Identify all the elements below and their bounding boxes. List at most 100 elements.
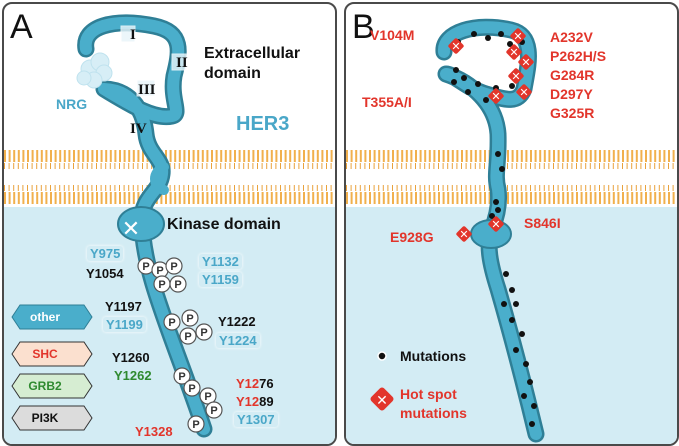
svg-text:P: P bbox=[142, 261, 149, 273]
mutation-dot bbox=[503, 271, 509, 277]
legend-shc-label: SHC bbox=[12, 342, 78, 366]
legend-hotspot-line1: Hot spot bbox=[400, 386, 457, 402]
hotspot-mark: ✕ bbox=[506, 44, 522, 60]
panel-b: ✕✕✕✕✕✕✕✕✕ ✕ B V104M T355A/I A232V P262H/… bbox=[344, 2, 679, 446]
cell-membrane-b bbox=[346, 147, 677, 207]
mutation-dot bbox=[475, 81, 481, 87]
legend-other-label: other bbox=[30, 310, 60, 324]
domain-numeral-ii: II bbox=[176, 55, 188, 71]
mutation-dot bbox=[509, 317, 515, 323]
hotspot-mark: ✕ bbox=[508, 68, 524, 84]
site-y1289-suffix: 89 bbox=[259, 394, 274, 409]
hotspot-marks: ✕✕✕✕✕✕✕✕✕ bbox=[448, 28, 534, 242]
phospho-p-mark: P bbox=[183, 379, 201, 397]
site-y1276-prefix: Y12 bbox=[236, 376, 260, 391]
mutation-dot bbox=[499, 166, 505, 172]
svg-text:✕: ✕ bbox=[511, 70, 520, 83]
mutation-v104m: V104M bbox=[370, 27, 415, 43]
svg-text:P: P bbox=[200, 327, 207, 339]
svg-text:P: P bbox=[192, 419, 199, 431]
svg-text:✕: ✕ bbox=[451, 40, 460, 53]
legend-mutation-dot bbox=[377, 351, 387, 361]
panel-a-letter: A bbox=[10, 8, 33, 46]
mutation-a232v: A232V bbox=[550, 29, 593, 45]
svg-text:P: P bbox=[186, 313, 193, 325]
legend-grb2-shape bbox=[11, 373, 93, 399]
svg-text:P: P bbox=[158, 279, 165, 291]
domain-numeral-i: I bbox=[130, 27, 136, 43]
extracellular-label-line2: domain bbox=[204, 65, 261, 82]
panel-b-letter: B bbox=[352, 8, 375, 46]
site-y1199: Y1199 bbox=[103, 317, 146, 332]
domain-boxes bbox=[120, 25, 187, 97]
mutation-g325r: G325R bbox=[550, 105, 595, 121]
site-y1159: Y1159 bbox=[199, 272, 242, 287]
svg-text:P: P bbox=[170, 261, 177, 273]
hotspot-mark: ✕ bbox=[456, 226, 472, 242]
hotspot-mark: ✕ bbox=[488, 216, 504, 232]
mutation-dot bbox=[465, 89, 471, 95]
mutation-dot bbox=[521, 393, 527, 399]
svg-text:P: P bbox=[174, 279, 181, 291]
site-y1262: Y1262 bbox=[114, 368, 152, 383]
site-y1307: Y1307 bbox=[234, 412, 278, 427]
legend-hotspot-line2: mutations bbox=[400, 405, 467, 421]
svg-text:P: P bbox=[156, 265, 163, 277]
svg-text:P: P bbox=[168, 317, 175, 329]
kinase-domain-label: Kinase domain bbox=[167, 216, 281, 233]
site-y1197: Y1197 bbox=[105, 299, 142, 314]
svg-text:✕: ✕ bbox=[459, 228, 468, 241]
site-y1289: Y1289 bbox=[236, 395, 274, 408]
site-y1276: Y1276 bbox=[236, 377, 274, 390]
hotspot-mark: ✕ bbox=[448, 38, 464, 54]
site-y1328: Y1328 bbox=[135, 424, 173, 439]
legend-other-shape bbox=[11, 304, 93, 330]
phospho-p-mark: P bbox=[179, 327, 197, 345]
phospho-p-mark: P bbox=[169, 275, 187, 293]
mutation-dot bbox=[501, 301, 507, 307]
svg-text:✕: ✕ bbox=[509, 46, 518, 59]
panel-b-figure: ✕✕✕✕✕✕✕✕✕ ✕ bbox=[346, 18, 677, 444]
domain-numeral-iv: IV bbox=[130, 121, 147, 137]
site-y1260: Y1260 bbox=[112, 350, 150, 365]
site-y1289-prefix: Y12 bbox=[236, 394, 260, 409]
mutation-dot bbox=[519, 331, 525, 337]
phospho-p-mark: P bbox=[163, 313, 181, 331]
domain-numeral-iii: III bbox=[138, 82, 156, 98]
mutation-dot bbox=[529, 421, 535, 427]
legend-shc-text: SHC bbox=[32, 347, 58, 361]
mutation-dot bbox=[495, 207, 501, 213]
mutation-dot bbox=[509, 287, 515, 293]
hotspot-mark: ✕ bbox=[510, 28, 526, 44]
kinase-x-mark: ✕ bbox=[122, 217, 140, 242]
phospho-p-mark: P bbox=[181, 309, 199, 327]
legend-pi3k-label: PI3K bbox=[12, 406, 78, 430]
mutation-dot bbox=[489, 213, 495, 219]
svg-text:P: P bbox=[184, 331, 191, 343]
mutation-dot bbox=[507, 41, 513, 47]
phospho-p-mark: P bbox=[173, 367, 191, 385]
svg-text:✕: ✕ bbox=[376, 393, 388, 409]
svg-text:✕: ✕ bbox=[519, 86, 528, 99]
mutation-dot bbox=[509, 83, 515, 89]
svg-text:P: P bbox=[204, 391, 211, 403]
mutation-dot bbox=[513, 347, 519, 353]
svg-text:P: P bbox=[188, 383, 195, 395]
mutation-t355: T355A/I bbox=[362, 94, 412, 110]
svg-text:✕: ✕ bbox=[491, 218, 500, 231]
mutation-e928g: E928G bbox=[390, 229, 434, 245]
mutation-dot bbox=[531, 403, 537, 409]
mutation-dot bbox=[471, 31, 477, 37]
mutation-dot bbox=[495, 151, 501, 157]
site-y1132: Y1132 bbox=[199, 254, 242, 269]
svg-text:P: P bbox=[178, 371, 185, 383]
mutation-dot bbox=[527, 379, 533, 385]
phospho-p-mark: P bbox=[205, 401, 223, 419]
mutation-g284r: G284R bbox=[550, 67, 595, 83]
legend-shc-shape bbox=[11, 341, 93, 367]
site-y1222: Y1222 bbox=[218, 314, 256, 329]
mutation-dot bbox=[523, 361, 529, 367]
legend-grb2-text: GRB2 bbox=[28, 379, 62, 393]
